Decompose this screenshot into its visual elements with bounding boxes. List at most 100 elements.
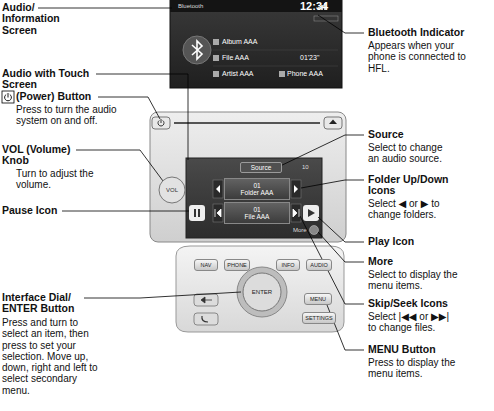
- panel-button: NAV: [194, 259, 218, 271]
- list-icon: [213, 71, 219, 77]
- track-bar: 01File AAA: [224, 202, 290, 224]
- button-label: 01: [253, 182, 260, 190]
- screen-text: 01'23": [300, 54, 319, 62]
- volume-knob-circle: [159, 177, 185, 203]
- leader-line: [301, 180, 364, 188]
- button-label: 01: [253, 206, 260, 214]
- callout-text: Press to turn the audio system on and of…: [16, 104, 121, 127]
- callout-heading: Pause Icon: [2, 205, 57, 216]
- callout-text: Select to change an audio source.: [368, 142, 456, 165]
- panel-button: MENU: [304, 293, 332, 305]
- list-divider: [213, 50, 338, 51]
- callout-text: Turn to adjust the volume.: [16, 168, 116, 191]
- call-symbol: [202, 316, 208, 322]
- leader-line: [318, 232, 364, 262]
- callout-text: Press and turn to select an item, then p…: [2, 317, 102, 396]
- leader-line: [318, 217, 364, 242]
- callout-text: Select |◀◀ or ▶▶| to change files.: [368, 311, 456, 334]
- button-label: INFO: [281, 262, 294, 269]
- button-label: VOL: [166, 187, 178, 194]
- leader-line: [300, 216, 364, 304]
- arrow-left: [216, 185, 220, 193]
- leader-line: [96, 74, 188, 160]
- button-label: PHONE: [227, 262, 247, 269]
- callout-heading: Folder Up/Down Icons: [368, 174, 458, 197]
- pause-icon: [189, 205, 205, 221]
- screen-text: 10: [302, 164, 309, 171]
- callout-heading: (Power) Button: [16, 91, 116, 102]
- eject-button: [324, 117, 342, 129]
- skip-forward-symbol: [293, 209, 299, 217]
- button-label: MENU: [310, 296, 326, 303]
- callout-heading: Source: [368, 129, 404, 140]
- arrow-right: [294, 185, 298, 193]
- callout-heading: Bluetooth Indicator: [368, 27, 488, 38]
- screen-text: More: [293, 227, 307, 234]
- leader-line: [84, 292, 241, 298]
- callout-heading: VOL (Volume) Knob: [2, 144, 82, 167]
- button-label: NAV: [201, 262, 212, 269]
- touch-button: Source: [240, 162, 282, 173]
- callout-text: Press to display the menu items.: [368, 357, 458, 380]
- interface-dial: ENTER: [242, 272, 282, 312]
- leader-line: [318, 15, 364, 33]
- folder-down-icon: [213, 180, 223, 198]
- status-bar: [170, 0, 342, 12]
- skip-back-symbol: [215, 209, 221, 217]
- leader-line: [276, 135, 364, 168]
- panel-button: PHONE: [224, 259, 250, 271]
- touch-screen: [186, 158, 322, 238]
- folder-up-icon: [291, 180, 301, 198]
- leader-line: [62, 211, 189, 212]
- list-icon: [279, 71, 285, 77]
- info-screen: [170, 0, 342, 88]
- clock-text: 12:34: [300, 0, 328, 12]
- call-button: [194, 313, 218, 325]
- volume-knob: VOL: [158, 176, 186, 204]
- eject-symbol: [329, 120, 337, 125]
- callout-text: Select to display the menu items.: [368, 269, 458, 292]
- screen-text: Phone AAA: [287, 70, 323, 78]
- list-icon: [213, 39, 219, 45]
- callout-heading: Audio with Touch Screen: [2, 68, 102, 91]
- callout-text: Appears when your phone is connected to …: [368, 40, 478, 74]
- control-panel: [176, 246, 344, 332]
- back-symbol: [201, 297, 212, 303]
- button-label: AUDIO: [310, 262, 327, 269]
- dial-ring: [237, 267, 287, 317]
- power-symbol: [161, 119, 162, 123]
- back-button: [194, 294, 218, 306]
- screen-text: Bluetooth: [178, 3, 203, 10]
- screen-text: Artist AAA: [222, 70, 254, 78]
- button-label: SETTINGS: [305, 315, 333, 322]
- list-icon: [213, 55, 219, 61]
- screen-text: File AAA: [222, 54, 249, 62]
- button-label: ENTER: [252, 289, 272, 296]
- more-icon: [310, 226, 319, 235]
- callout-heading: MENU Button: [368, 344, 436, 355]
- callout-text: Select ◀ or ▶ to change folders.: [368, 198, 468, 221]
- callout-heading: Audio/ Information Screen: [2, 2, 72, 36]
- callout-heading: Interface Dial/ ENTER Button: [2, 292, 97, 315]
- interface-dial-circle: [243, 273, 281, 311]
- leader-line: [38, 8, 172, 9]
- bluetooth-symbol: [192, 41, 202, 59]
- skip-forward-icon: [291, 204, 301, 222]
- callout-heading: Play Icon: [368, 236, 414, 247]
- play-icon: [303, 205, 319, 221]
- disc-slot: [174, 122, 320, 124]
- button-label: Source: [251, 164, 272, 172]
- panel-button: INFO: [276, 259, 300, 271]
- power-button: [152, 117, 170, 129]
- list-divider: [213, 66, 338, 67]
- bluetooth-badge: [183, 36, 211, 64]
- pause-bar: [198, 209, 200, 217]
- panel-button: SETTINGS: [302, 312, 336, 324]
- callout-heading: More: [368, 256, 393, 267]
- power-symbol-box: [2, 91, 14, 103]
- screen-text: Album AAA: [222, 38, 257, 46]
- track-bar: 01Folder AAA: [224, 178, 290, 200]
- skip-back-icon: [213, 204, 223, 222]
- button-label: File AAA: [245, 213, 270, 221]
